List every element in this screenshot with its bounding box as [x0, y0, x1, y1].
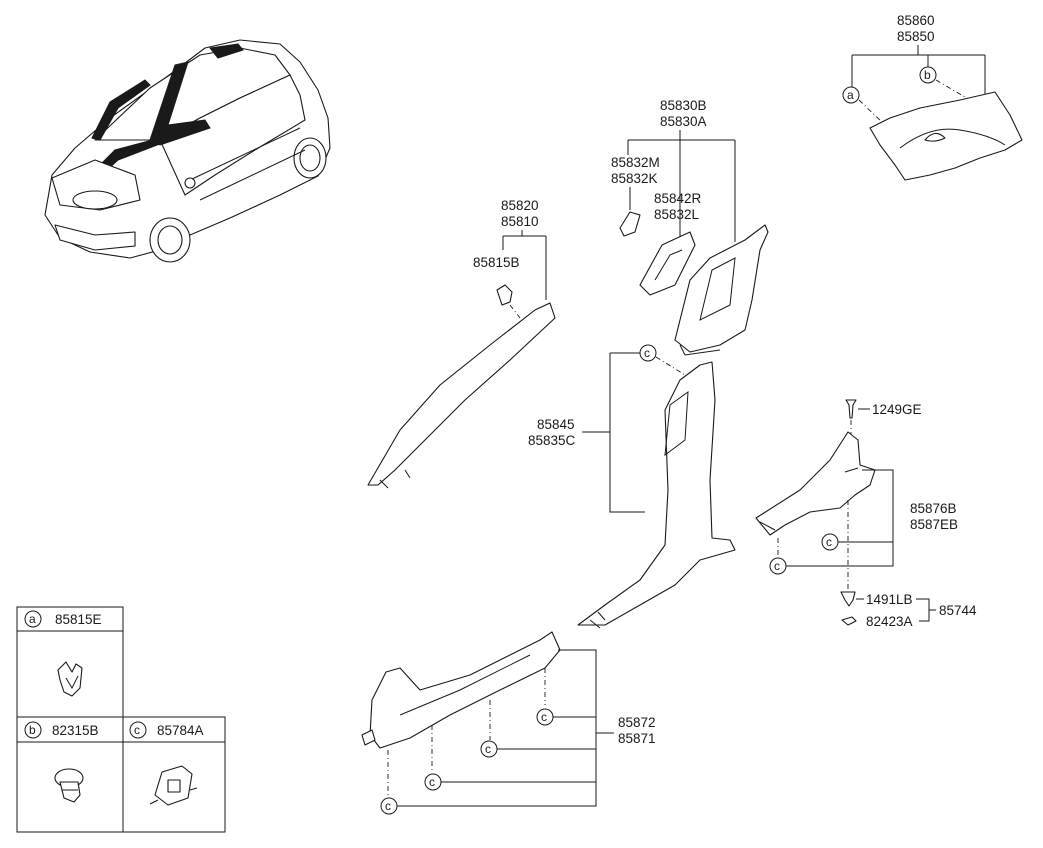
small-trim-piece	[619, 211, 641, 237]
label-85832L: 85832L	[654, 207, 700, 222]
sill-trim	[369, 631, 561, 749]
legend-table: a 85815E b 82315B c 85784A	[16, 606, 226, 833]
rear-side-trim	[755, 431, 876, 536]
callout-a-top	[842, 86, 860, 104]
legend-b-letter: b	[29, 723, 36, 737]
label-85845: 85845	[537, 417, 575, 432]
clip-85815B	[496, 284, 513, 306]
label-85871: 85871	[618, 731, 656, 746]
callout-c-pillar-text: c	[644, 346, 650, 360]
legend-b-part: 82315B	[52, 723, 99, 738]
label-82423A: 82423A	[866, 614, 913, 629]
callout-c-rear-2-text: c	[774, 559, 780, 573]
label-85876B: 85876B	[910, 501, 957, 516]
legend-c-part: 85784A	[157, 723, 204, 738]
legend-c-letter: c	[134, 723, 140, 737]
upper-b-pillar-trim	[674, 224, 769, 353]
screw-1249GE	[845, 399, 857, 419]
callout-c-rear-1-text: c	[826, 535, 832, 549]
label-85872: 85872	[618, 715, 656, 730]
legend-a-part: 85815E	[55, 612, 102, 627]
label-85832M: 85832M	[611, 155, 660, 170]
callout-c-sill-1-text: c	[541, 710, 547, 724]
callout-c-sill-2-text: c	[485, 742, 491, 756]
label-85832K: 85832K	[611, 171, 658, 186]
lower-b-pillar-trim	[577, 361, 736, 626]
label-85810: 85810	[501, 214, 539, 229]
callout-b-top	[919, 66, 937, 84]
callout-c-sill-4-text: c	[385, 799, 391, 813]
callout-c-rear-2	[769, 557, 787, 575]
car-illustration	[44, 39, 331, 263]
label-85744: 85744	[939, 603, 977, 618]
a-pillar-trim	[367, 302, 556, 486]
label-85815B: 85815B	[473, 255, 520, 270]
label-85876EB: 8587EB	[910, 517, 958, 532]
label-85835C: 85835C	[528, 433, 576, 448]
label-85842R: 85842R	[654, 191, 702, 206]
legend-a-letter: a	[29, 612, 36, 626]
callout-a-top-text: a	[847, 88, 854, 102]
nut-82423A	[841, 616, 857, 626]
clip-85815E-icon	[57, 661, 83, 697]
clip-1491LB	[840, 591, 856, 607]
callout-c-sill-3-text: c	[429, 775, 435, 789]
label-85830B: 85830B	[660, 98, 707, 113]
label-85850: 85850	[897, 29, 935, 44]
label-85860: 85860	[897, 13, 935, 28]
label-1249GE: 1249GE	[872, 402, 922, 417]
label-1491LB: 1491LB	[866, 592, 913, 607]
rear-pillar-trim	[869, 91, 1023, 181]
label-85830A: 85830A	[660, 114, 707, 129]
callout-b-top-text: b	[924, 68, 931, 82]
mid-trim-piece	[639, 231, 696, 296]
callout-c-rear-1	[821, 533, 839, 551]
label-85820: 85820	[501, 198, 539, 213]
